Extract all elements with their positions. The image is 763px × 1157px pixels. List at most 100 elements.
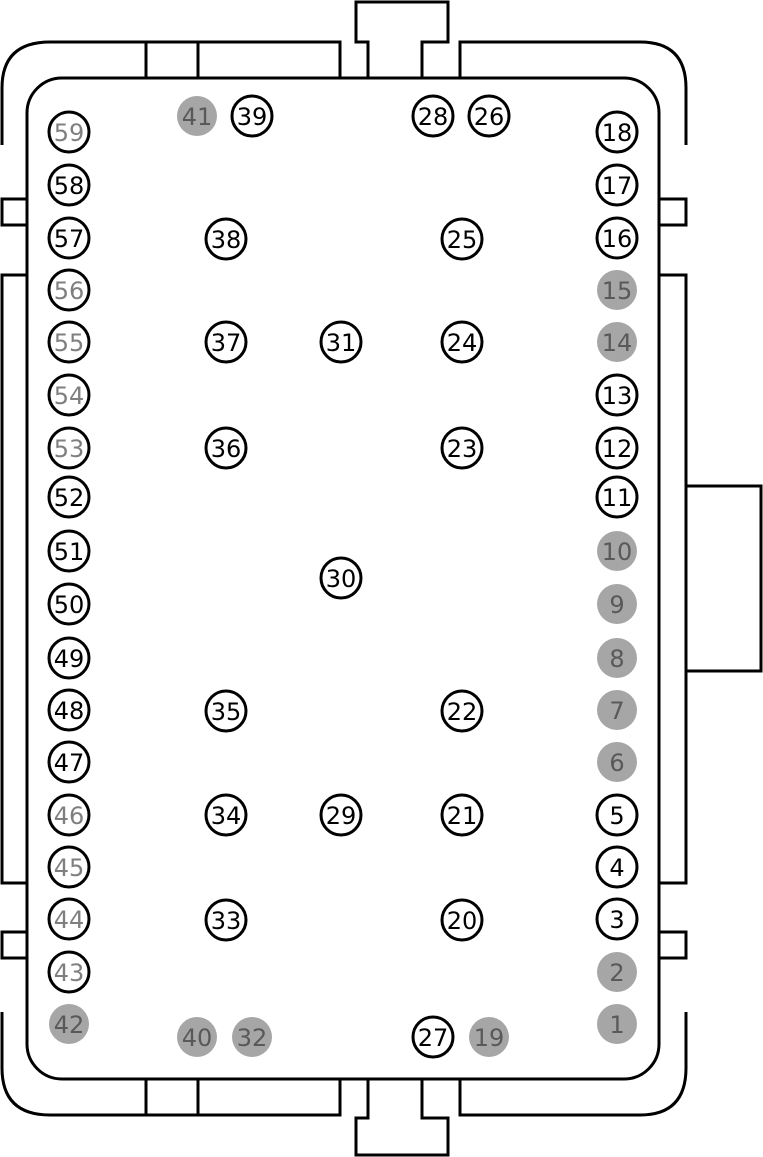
pin-label: 5 (609, 802, 624, 830)
pin-circle (595, 426, 639, 470)
pin-label: 50 (54, 591, 85, 619)
pin-circle (204, 217, 248, 261)
pin-circle (47, 110, 91, 154)
pin-16: 16 (595, 216, 639, 260)
pin-label: 13 (602, 382, 633, 410)
pin-circle (597, 322, 637, 362)
pin-circle (47, 688, 91, 732)
pin-label: 42 (54, 1011, 85, 1039)
pin-4: 4 (595, 845, 639, 889)
pin-label: 38 (211, 226, 242, 254)
pin-label: 44 (54, 906, 85, 934)
pin-circle (440, 689, 484, 733)
pin-label: 30 (326, 565, 357, 593)
pin-circle (319, 793, 363, 837)
pin-label: 23 (447, 435, 478, 463)
right-key (684, 484, 763, 673)
pin-59: 59 (47, 110, 91, 154)
pin-51: 51 (47, 529, 91, 573)
pin-circle (597, 690, 637, 730)
pin-label: 14 (602, 329, 633, 357)
pin-circle (204, 898, 248, 942)
right-small-tab-upper (659, 197, 688, 227)
pin-39: 39 (230, 94, 274, 138)
pin-label: 39 (237, 103, 268, 131)
pin-14: 14 (597, 322, 637, 362)
pin-12: 12 (595, 426, 639, 470)
pin-11: 11 (595, 475, 639, 519)
pin-label: 34 (211, 802, 242, 830)
pin-circle (230, 94, 274, 138)
pin-56: 56 (47, 268, 91, 312)
pin-21: 21 (440, 793, 484, 837)
pin-circle (440, 793, 484, 837)
pin-label: 11 (602, 484, 633, 512)
pin-circle (47, 529, 91, 573)
pin-circle (47, 740, 91, 784)
pin-label: 54 (54, 382, 85, 410)
pin-circle (440, 320, 484, 364)
pin-label: 19 (474, 1024, 505, 1052)
left-small-tab-lower (0, 930, 27, 960)
pin-40: 40 (177, 1017, 217, 1057)
pin-label: 9 (609, 591, 624, 619)
pin-circle (319, 556, 363, 600)
pin-circle (597, 638, 637, 678)
pin-5: 5 (595, 793, 639, 837)
pin-7: 7 (597, 690, 637, 730)
pin-circle (204, 793, 248, 837)
pin-circle (411, 1015, 455, 1059)
pin-circle (47, 793, 91, 837)
pin-circle (47, 320, 91, 364)
pin-circle (177, 96, 217, 136)
pin-label: 17 (602, 172, 633, 200)
pin-54: 54 (47, 373, 91, 417)
pin-47: 47 (47, 740, 91, 784)
pin-57: 57 (47, 216, 91, 260)
housing-outer-top-right (458, 40, 688, 145)
pin-label: 12 (602, 435, 633, 463)
top-latch (354, 0, 450, 78)
pin-circle (469, 1017, 509, 1057)
pin-8: 8 (597, 638, 637, 678)
pin-24: 24 (440, 320, 484, 364)
pin-17: 17 (595, 163, 639, 207)
pin-label: 10 (602, 538, 633, 566)
pin-3: 3 (595, 897, 639, 941)
left-side-rib (0, 273, 27, 885)
pin-circle (595, 373, 639, 417)
pin-53: 53 (47, 426, 91, 470)
pin-circle (440, 217, 484, 261)
pin-circle (47, 845, 91, 889)
pin-circle (49, 1004, 89, 1044)
pin-19: 19 (469, 1017, 509, 1057)
pin-label: 45 (54, 854, 85, 882)
pin-circle (319, 320, 363, 364)
pin-circle (47, 373, 91, 417)
pin-20: 20 (440, 898, 484, 942)
pin-circle (597, 531, 637, 571)
pin-46: 46 (47, 793, 91, 837)
pin-label: 41 (182, 103, 213, 131)
pin-label: 21 (447, 802, 478, 830)
pin-circle (595, 110, 639, 154)
pin-circle (232, 1017, 272, 1057)
pin-41: 41 (177, 96, 217, 136)
pin-circle (47, 636, 91, 680)
housing-outer-bottom-right (458, 1012, 688, 1117)
pin-label: 27 (418, 1024, 449, 1052)
pin-circle (47, 582, 91, 626)
housing-outer-top-left (0, 40, 342, 145)
pin-circle (177, 1017, 217, 1057)
pin-label: 48 (54, 697, 85, 725)
pin-label: 7 (609, 697, 624, 725)
pin-38: 38 (204, 217, 248, 261)
pin-label: 4 (609, 854, 624, 882)
pin-label: 37 (211, 329, 242, 357)
pin-circle (595, 475, 639, 519)
pin-1: 1 (597, 1004, 637, 1044)
housing-inner-body (25, 76, 661, 1081)
pin-label: 28 (418, 103, 449, 131)
pin-22: 22 (440, 689, 484, 733)
